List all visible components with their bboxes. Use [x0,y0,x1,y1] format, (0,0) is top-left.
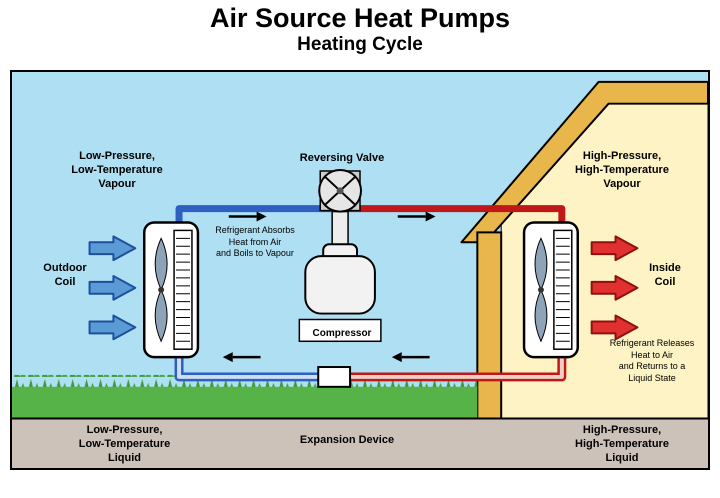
expansion-device-icon [317,366,352,388]
diagram-canvas [12,72,708,468]
cold-air-arrow-icon [88,314,137,341]
flow-arrow-right-icon [425,211,436,222]
label-high-pressure-liquid: High-Pressure, High-Temperature Liquid [575,424,669,464]
hot-air-arrow-icon [590,314,639,341]
outdoor-coil-unit [142,221,200,359]
inside-coil-unit [522,221,579,359]
hot-air-arrow-icon [590,235,639,262]
label-reversing-valve: Reversing Valve [299,152,385,164]
inside-fins-lines [555,237,570,342]
hot-liquid-pipe-inner [350,351,564,379]
flow-arrow-left-icon [391,352,402,363]
flow-arrow-right-icon [256,211,267,222]
inside-fan-hub [537,286,544,293]
compressor-body [304,255,376,315]
compressor-unit [298,243,382,343]
cold-liquid-pipe-inner [177,351,319,379]
label-expansion-device: Expansion Device [299,434,395,446]
label-low-pressure-vapour: Low-Pressure, Low-Temperature Vapour [71,150,163,190]
cold-air-arrow-icon [88,235,137,262]
note-refrigerant-absorbs: Refrigerant Absorbs Heat from Air and Bo… [215,225,295,259]
outdoor-fan-hub [158,286,165,293]
heating-cycle-diagram: Low-Pressure, Low-Temperature Vapour Rev… [10,70,710,470]
outdoor-coil-fins [173,229,193,350]
label-outdoor-coil: Outdoor Coil [43,262,87,288]
ground [12,417,708,468]
outdoor-fins-lines [176,237,190,342]
diagram-header: Air Source Heat Pumps Heating Cycle [0,3,720,56]
compressor-label-box [298,318,382,343]
grass-strip [12,386,478,419]
house-wall [476,231,503,420]
cold-air-arrows [88,235,137,341]
grass [12,374,478,419]
note-refrigerant-releases: Refrigerant Releases Heat to Air and Ret… [609,338,695,384]
hot-air-arrow-icon [590,274,639,301]
flow-arrows [222,211,436,363]
hot-air-arrows [590,235,639,341]
label-high-pressure-vapour: High-Pressure, High-Temperature Vapour [575,150,669,190]
cold-air-arrow-icon [88,274,137,301]
ground-strip [12,418,708,468]
flow-arrow-left-icon [222,352,233,363]
page-title: Air Source Heat Pumps [209,3,511,33]
inside-coil-fins [553,229,573,350]
page-subtitle: Heating Cycle [297,33,423,55]
label-inside-coil: Inside Coil [649,262,681,288]
label-compressor: Compressor [312,327,372,339]
label-low-pressure-liquid: Low-Pressure, Low-Temperature Liquid [78,424,171,464]
reversing-valve-icon [318,169,362,213]
